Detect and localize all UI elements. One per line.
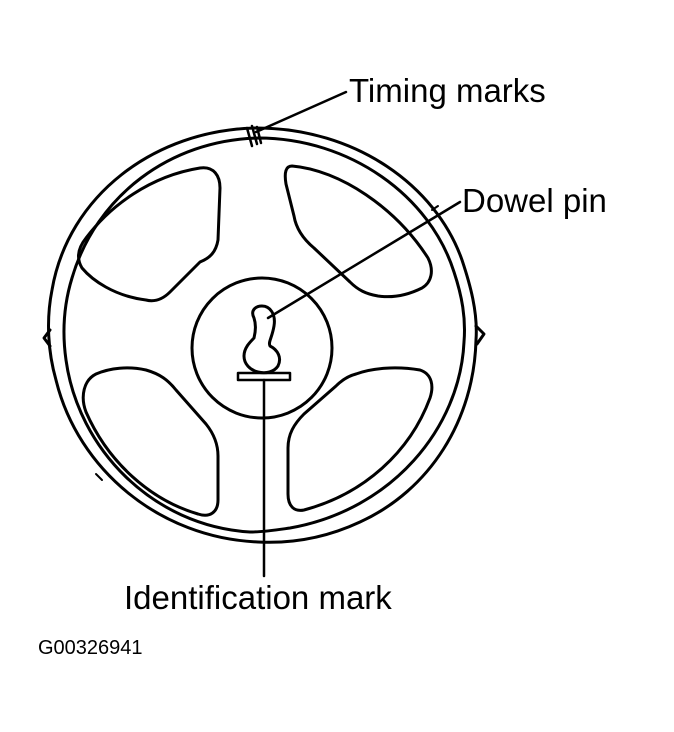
leader-line-timing-marks (254, 90, 348, 134)
label-timing-marks: Timing marks (349, 72, 546, 109)
sprocket-outer-rim (47, 126, 478, 544)
label-dowel-pin: Dowel pin (462, 182, 607, 219)
dowel-pin-icon (242, 304, 282, 375)
spoke-window-top-left (77, 166, 222, 303)
sprocket-inner-rim (62, 136, 466, 534)
rim-notch-left (42, 328, 52, 348)
timing-marks-icon (245, 124, 263, 148)
spoke-window-bottom-left (81, 366, 220, 517)
rim-notch-right (474, 324, 486, 346)
leader-line-dowel-pin (266, 200, 462, 320)
rim-notch-top-right (431, 205, 439, 211)
sprocket-hub (190, 276, 334, 420)
spoke-window-top-right (283, 164, 433, 299)
rim-notch-bottom-left (95, 473, 103, 481)
label-identification-mark: Identification mark (124, 579, 392, 616)
spoke-window-bottom-right (286, 366, 434, 512)
figure-code: G00326941 (38, 637, 143, 659)
